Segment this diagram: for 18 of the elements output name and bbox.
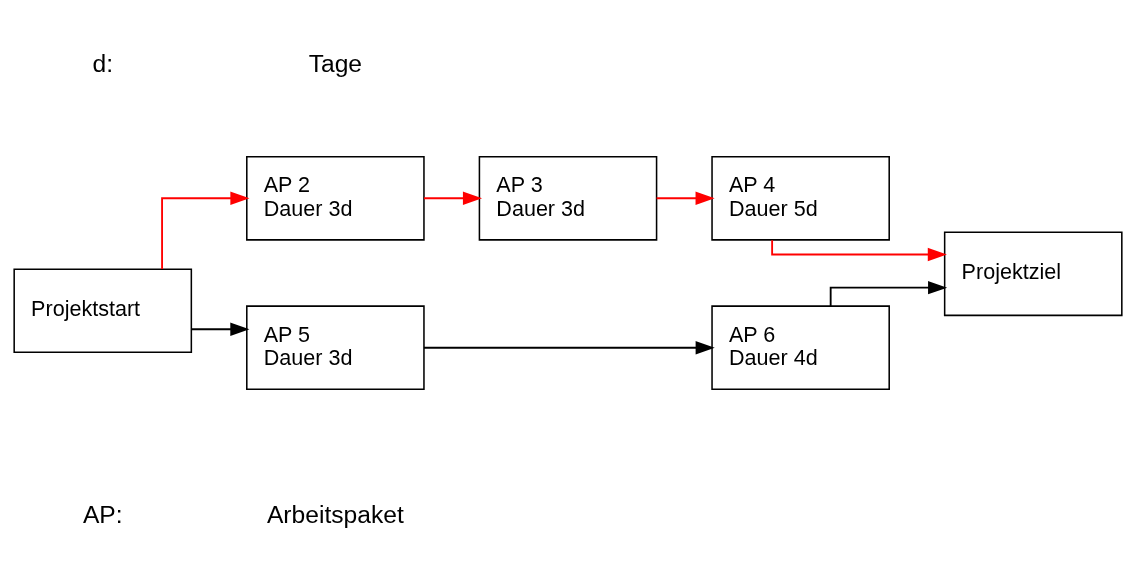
arrow	[161, 191, 250, 270]
node-box: AP 2 Dauer 3d	[246, 155, 425, 241]
node-box: Projektziel	[943, 231, 1123, 317]
node-box: AP 5 Dauer 3d	[246, 305, 425, 391]
arrow	[655, 191, 715, 205]
node-box: AP 3 Dauer 3d	[478, 155, 658, 241]
node-box: AP 6 Dauer 4d	[711, 305, 890, 391]
label: Tage	[308, 49, 363, 77]
label: d:	[92, 49, 114, 77]
arrow	[423, 341, 715, 355]
label: Arbeitspaket	[266, 501, 404, 529]
node-box: AP 4 Dauer 5d	[711, 155, 890, 241]
node-box: Projektstart	[13, 268, 193, 354]
arrow	[190, 322, 250, 336]
arrow	[423, 191, 483, 205]
arrow	[829, 280, 948, 307]
label: AP:	[82, 501, 123, 529]
arrow	[771, 239, 947, 262]
